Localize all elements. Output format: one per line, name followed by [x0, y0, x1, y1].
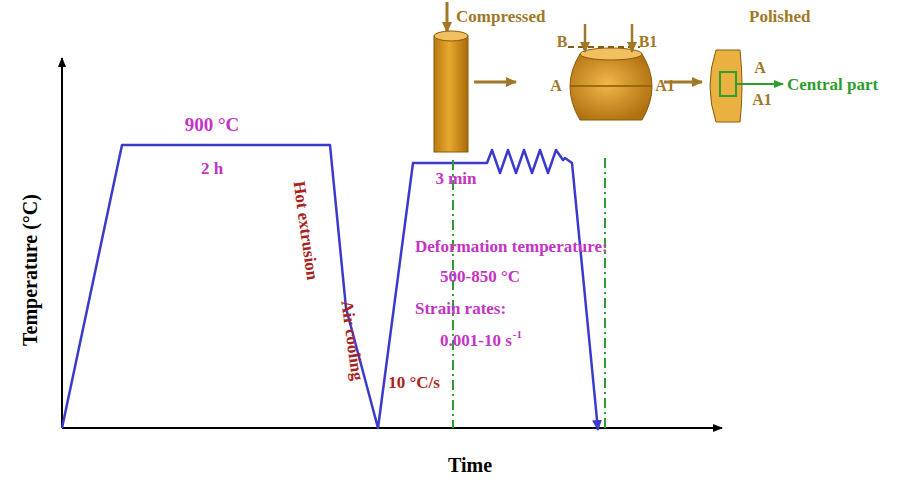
section-letter: A1: [655, 78, 675, 94]
section-letter: B: [557, 34, 568, 50]
process-label: Air cooling: [338, 299, 366, 381]
rate-value: 10 °C/s: [388, 374, 440, 391]
time-value: 2 h: [201, 160, 223, 177]
section-letter: A1: [752, 92, 772, 108]
parameter-label: Deformation temperature:: [415, 238, 608, 255]
axis-title: Time: [448, 455, 492, 475]
section-letter: A: [754, 60, 766, 76]
step-label: Compressed: [456, 8, 545, 25]
temperature-value: 900 °C: [185, 115, 240, 134]
parameter-value: 0.001-10 s: [440, 332, 512, 349]
process-label: Hot extrusion: [291, 179, 322, 280]
step-label: Polished: [749, 8, 810, 25]
parameter-label: Strain rates:: [415, 300, 506, 317]
time-value: 3 min: [435, 170, 476, 187]
axis-title: Temperature (°C): [20, 194, 40, 346]
section-letter: B1: [639, 34, 658, 50]
unit-superscript: -1: [513, 329, 522, 340]
parameter-value: 500-850 °C: [440, 268, 520, 285]
section-letter: A: [550, 78, 562, 94]
region-label: Central part: [787, 76, 878, 93]
